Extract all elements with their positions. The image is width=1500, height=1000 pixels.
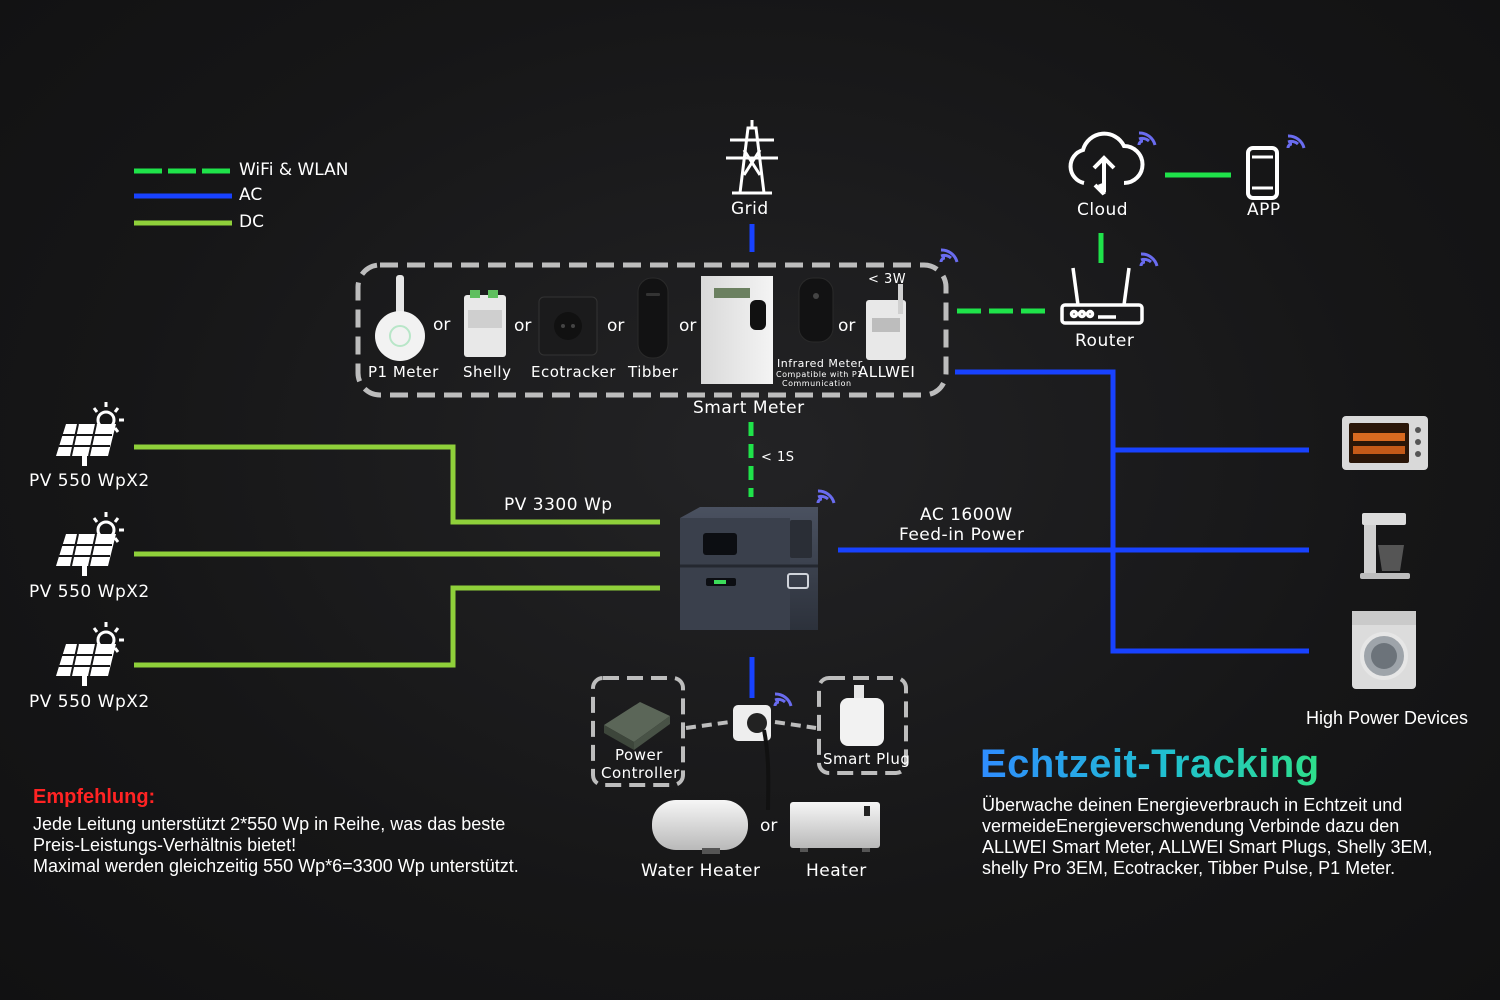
heater-label: Heater — [806, 861, 867, 881]
high-power-devices-label: High Power Devices — [1306, 708, 1469, 728]
solar-panel-icons — [56, 402, 124, 686]
power-controller-label-2: Controller — [601, 764, 680, 782]
smart-plug-frame — [817, 676, 908, 775]
app-label: APP — [1247, 200, 1281, 220]
ecotracker-label: Ecotracker — [531, 363, 616, 381]
pv1-label: PV 550 WpX2 — [29, 471, 150, 491]
allwei-meter-icon — [866, 284, 906, 360]
wifi-lines — [748, 172, 1231, 497]
heater-icon — [790, 802, 880, 852]
tracking-line-2: vermeideEnergieverschwendung Verbinde da… — [982, 816, 1400, 836]
p1-meter-icon — [375, 275, 425, 361]
wifi-signal-icons — [773, 131, 1306, 707]
power-controller-frame — [591, 676, 685, 787]
water-heater-label: Water Heater — [641, 861, 761, 881]
smart-plug-icon — [840, 685, 884, 746]
lt1s-label: < 1S — [761, 450, 795, 465]
or-label-2: or — [514, 316, 532, 336]
router-label: Router — [1075, 331, 1135, 351]
infrared-meter-icon — [798, 277, 834, 343]
pv3-label: PV 550 WpX2 — [29, 692, 150, 712]
tracking-line-4: shelly Pro 3EM, Ecotracker, Tibber Pulse… — [982, 858, 1396, 878]
pv2-label: PV 550 WpX2 — [29, 582, 150, 602]
meter-group-frame — [355, 262, 949, 398]
or-label-5: or — [838, 316, 856, 336]
tibber-icon — [637, 277, 669, 359]
power-tower-icon — [726, 120, 778, 195]
pv-total-label: PV 3300 Wp — [504, 495, 613, 515]
ac-power-label: AC 1600W — [920, 505, 1013, 525]
battery-inverter-unit — [680, 507, 818, 630]
power-controller-icon — [604, 702, 670, 750]
shelly-label: Shelly — [463, 363, 512, 381]
legend-wifi-label: WiFi & WLAN — [239, 160, 349, 180]
or-label-1: or — [433, 315, 451, 335]
feed-in-label: Feed-in Power — [899, 525, 1025, 545]
recommendation-heading: Empfehlung: — [33, 786, 156, 808]
legend-ac-label: AC — [239, 185, 263, 205]
p1-meter-label: P1 Meter — [368, 363, 439, 381]
phone-icon — [1246, 146, 1279, 200]
tracking-line-3: ALLWEI Smart Meter, ALLWEI Smart Plugs, … — [982, 837, 1433, 857]
shelly-icon — [464, 290, 506, 357]
coffee-machine-icon — [1360, 513, 1410, 579]
infrared-meter-sub2: Communication — [782, 379, 852, 388]
smart-plug-label: Smart Plug — [823, 750, 911, 768]
tracking-line-1: Überwache deinen Energieverbrauch in Ech… — [982, 795, 1403, 815]
router-icon — [1060, 267, 1144, 325]
water-heater-icon — [652, 800, 748, 854]
or-label-6: or — [760, 816, 778, 836]
plug-adapter-icon — [733, 705, 771, 811]
power-controller-label-1: Power — [615, 746, 663, 764]
cloud-label: Cloud — [1077, 200, 1129, 220]
recommendation-line-2: Preis-Leistungs-Verhältnis bietet! — [33, 835, 297, 855]
smart-meter-label: Smart Meter — [693, 398, 805, 418]
allwei-label: ALLWEI — [858, 363, 916, 381]
cloud-icon — [1068, 131, 1145, 196]
lt3w-label: < 3W — [868, 272, 907, 287]
tibber-label: Tibber — [628, 363, 679, 381]
ecotracker-icon — [538, 296, 598, 356]
or-label-3: or — [607, 316, 625, 336]
infrared-meter-sub1: Compatible with P1 — [776, 370, 863, 379]
tracking-title: Echtzeit-Tracking — [980, 742, 1320, 786]
washing-machine-icon — [1352, 611, 1416, 689]
dashed-links — [685, 720, 817, 730]
infrared-meter-label: Infrared Meter — [777, 357, 863, 370]
dc-lines — [134, 444, 660, 668]
oven-icon — [1342, 416, 1428, 470]
smart-meter-icon — [701, 276, 773, 384]
recommendation-line-3: Maximal werden gleichzeitig 550 Wp*6=330… — [33, 856, 519, 876]
grid-label: Grid — [731, 199, 769, 219]
legend-dc-label: DC — [239, 212, 264, 232]
legend-lines — [134, 168, 232, 226]
ac-lines — [749, 224, 1309, 698]
or-label-4: or — [679, 316, 697, 336]
recommendation-line-1: Jede Leitung unterstützt 2*550 Wp in Rei… — [33, 814, 506, 834]
